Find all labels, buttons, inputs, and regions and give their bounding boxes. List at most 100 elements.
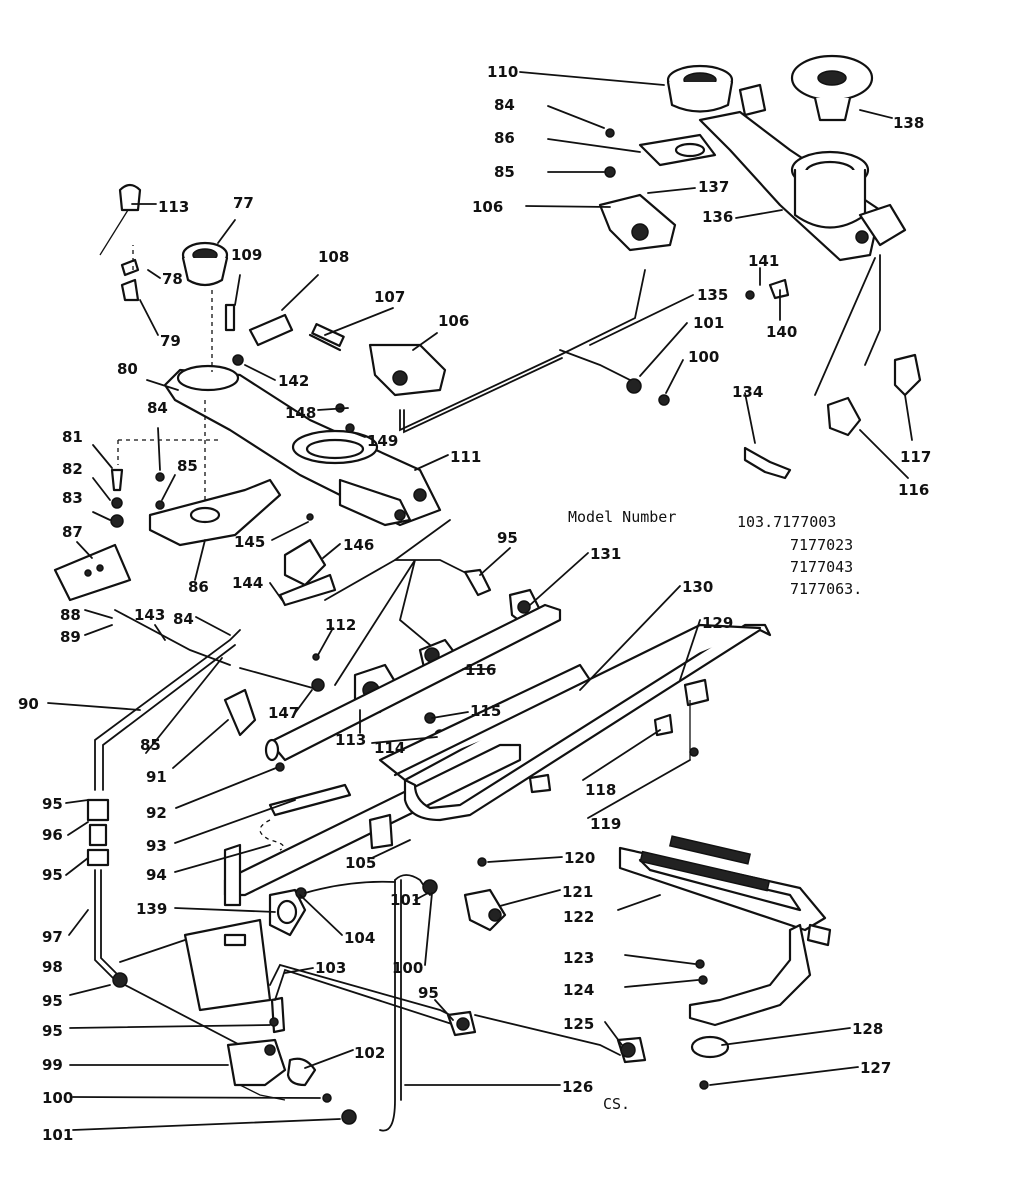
part-label-147: 147 xyxy=(268,704,299,722)
part-label-148: 148 xyxy=(285,404,316,422)
part-label-138: 138 xyxy=(893,114,924,132)
part-label-107: 107 xyxy=(374,288,405,306)
part-label-95a: 95 xyxy=(497,529,518,547)
part-label-93: 93 xyxy=(146,837,167,855)
part-label-103: 103 xyxy=(315,959,346,977)
part-label-130: 130 xyxy=(682,578,713,596)
part-label-92: 92 xyxy=(146,804,167,822)
part-label-96: 96 xyxy=(42,826,63,844)
part-label-117: 117 xyxy=(900,448,931,466)
part-label-111: 111 xyxy=(450,448,481,466)
part-label-119: 119 xyxy=(590,815,621,833)
part-label-129: 129 xyxy=(702,614,733,632)
part-label-105: 105 xyxy=(345,854,376,872)
part-label-80: 80 xyxy=(117,360,138,378)
part-label-114: 114 xyxy=(374,739,405,757)
part-label-109: 109 xyxy=(231,246,262,264)
part-label-101c: 101 xyxy=(42,1126,73,1144)
part-label-136: 136 xyxy=(702,208,733,226)
part-label-118: 118 xyxy=(585,781,616,799)
part-label-86b: 86 xyxy=(188,578,209,596)
footer-code: CS. xyxy=(603,1095,630,1113)
part-labels: 110 84 86 85 106 137 138 136 141 140 135 101 100 134 1… xyxy=(18,63,931,1144)
part-label-140: 140 xyxy=(766,323,797,341)
part-label-120: 120 xyxy=(564,849,595,867)
part-label-100b: 100 xyxy=(392,959,423,977)
part-label-146: 146 xyxy=(343,536,374,554)
part-label-143: 143 xyxy=(134,606,165,624)
part-label-84b: 84 xyxy=(147,399,168,417)
part-label-139: 139 xyxy=(136,900,167,918)
part-label-144: 144 xyxy=(232,574,263,592)
part-label-85c: 85 xyxy=(140,736,161,754)
part-label-95e: 95 xyxy=(42,1022,63,1040)
model-number-3: 7177043 xyxy=(790,558,853,576)
part-label-108: 108 xyxy=(318,248,349,266)
left-burner-assembly xyxy=(53,183,447,607)
part-label-142: 142 xyxy=(278,372,309,390)
part-label-112: 112 xyxy=(325,616,356,634)
part-label-95d: 95 xyxy=(42,992,63,1010)
part-label-82: 82 xyxy=(62,460,83,478)
part-label-102: 102 xyxy=(354,1044,385,1062)
part-label-99: 99 xyxy=(42,1056,63,1074)
part-label-90: 90 xyxy=(18,695,39,713)
part-label-84a: 84 xyxy=(494,96,515,114)
part-label-106a: 106 xyxy=(472,198,503,216)
part-label-94: 94 xyxy=(146,866,167,884)
part-label-116a: 116 xyxy=(898,481,929,499)
part-label-126: 126 xyxy=(562,1078,593,1096)
part-label-124: 124 xyxy=(563,981,594,999)
part-label-81: 81 xyxy=(62,428,83,446)
part-label-128: 128 xyxy=(852,1020,883,1038)
part-label-89: 89 xyxy=(60,628,81,646)
part-label-141: 141 xyxy=(748,252,779,270)
part-label-122: 122 xyxy=(563,908,594,926)
part-label-85a: 85 xyxy=(494,163,515,181)
part-label-83: 83 xyxy=(62,489,83,507)
part-label-95f: 95 xyxy=(418,984,439,1002)
part-label-85b: 85 xyxy=(177,457,198,475)
model-heading: Model Number xyxy=(568,508,676,526)
part-label-145: 145 xyxy=(234,533,265,551)
part-label-135: 135 xyxy=(697,286,728,304)
model-number-4: 7177063. xyxy=(790,580,862,598)
part-label-84c: 84 xyxy=(173,610,194,628)
part-label-88: 88 xyxy=(60,606,81,624)
part-label-79: 79 xyxy=(160,332,181,350)
part-label-101b: 101 xyxy=(390,891,421,909)
leader-lines xyxy=(47,71,913,1131)
part-label-104: 104 xyxy=(344,929,375,947)
part-label-87: 87 xyxy=(62,523,83,541)
part-label-78: 78 xyxy=(162,270,183,288)
model-number-1: 103.7177003 xyxy=(737,513,836,531)
part-label-95c: 95 xyxy=(42,866,63,884)
part-label-149: 149 xyxy=(367,432,398,450)
part-label-121: 121 xyxy=(562,883,593,901)
part-label-100a: 100 xyxy=(688,348,719,366)
part-label-110: 110 xyxy=(487,63,518,81)
model-number-block: Model Number 103.7177003 7177023 7177043… xyxy=(568,508,862,598)
part-label-137: 137 xyxy=(698,178,729,196)
part-label-123: 123 xyxy=(563,949,594,967)
part-label-125: 125 xyxy=(563,1015,594,1033)
part-label-77: 77 xyxy=(233,194,254,212)
part-label-116b: 116 xyxy=(465,661,496,679)
right-burner-assembly xyxy=(598,54,907,262)
part-label-97: 97 xyxy=(42,928,63,946)
part-label-106b: 106 xyxy=(438,312,469,330)
part-label-95b: 95 xyxy=(42,795,63,813)
part-label-115: 115 xyxy=(470,702,501,720)
part-label-91: 91 xyxy=(146,768,167,786)
part-label-134: 134 xyxy=(732,383,763,401)
part-label-98: 98 xyxy=(42,958,63,976)
part-label-86a: 86 xyxy=(494,129,515,147)
part-label-101a: 101 xyxy=(693,314,724,332)
part-label-113b: 113 xyxy=(335,731,366,749)
part-label-127: 127 xyxy=(860,1059,891,1077)
oven-burner-assembly xyxy=(223,603,832,1090)
part-label-113a: 113 xyxy=(158,198,189,216)
part-label-100c: 100 xyxy=(42,1089,73,1107)
model-number-2: 7177023 xyxy=(790,536,853,554)
